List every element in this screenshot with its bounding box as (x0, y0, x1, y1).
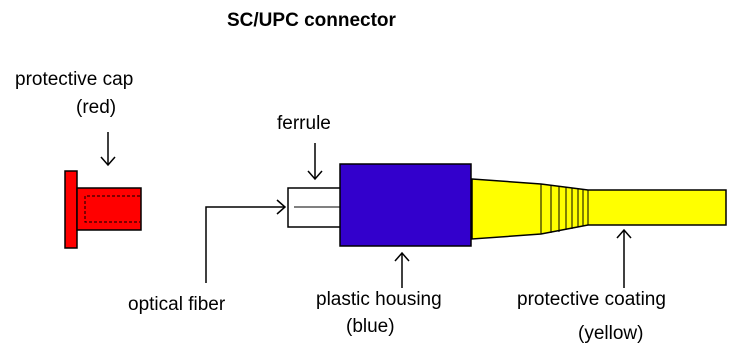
housing-label-line1: plastic housing (316, 289, 442, 310)
housing-arrow (394, 251, 410, 288)
protective-coating (471, 178, 727, 240)
optical-fiber-label: optical fiber (128, 294, 226, 315)
coating-label-line1: protective coating (517, 289, 666, 310)
housing-label-line2: (blue) (346, 316, 395, 337)
diagram-title: SC/UPC connector (227, 10, 396, 31)
ferrule (287, 187, 343, 228)
cap-label-line1: protective cap (15, 69, 134, 90)
protective-cap (64, 170, 142, 249)
plastic-housing (339, 163, 472, 247)
cap-arrow (100, 132, 116, 167)
cap-flange (64, 170, 78, 249)
ferrule-label: ferrule (277, 113, 331, 134)
optical-fiber-arrow (205, 199, 287, 283)
coating-label-line2: (yellow) (578, 323, 644, 344)
cap-label-line2: (red) (76, 97, 117, 118)
coating-arrow (616, 228, 632, 288)
cap-inner-bore (84, 195, 140, 223)
coating-boot (471, 178, 727, 240)
ferrule-arrow (307, 143, 323, 181)
cap-body (76, 187, 142, 231)
